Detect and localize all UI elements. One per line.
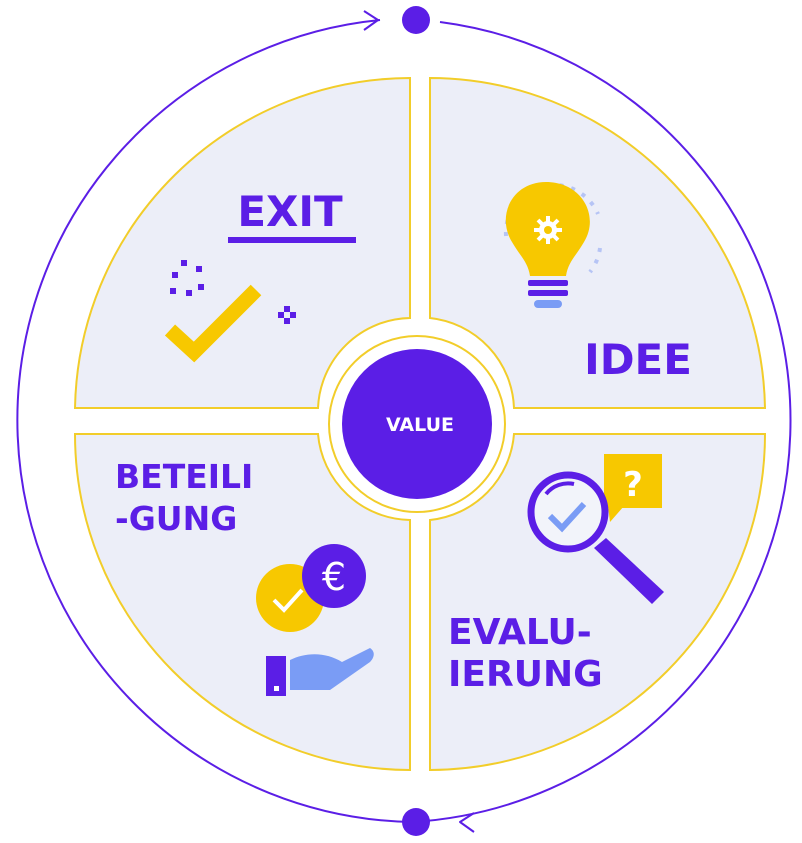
arrowhead-bottom-icon <box>459 812 475 833</box>
evaluierung-label-line2: IERUNG <box>448 654 603 695</box>
exit-label: EXIT <box>237 187 343 236</box>
lightbulb-icon <box>503 182 602 308</box>
cycle-arc-right <box>411 21 792 823</box>
evaluierung-label-line1: EVALU- <box>448 612 592 653</box>
exit-underline <box>228 237 356 243</box>
beteiligung-label-line2: -GUNG <box>115 499 237 538</box>
center-circle <box>342 349 492 499</box>
checkmark-sparkle-icon <box>164 260 296 363</box>
idee-label: IDEE <box>584 335 692 384</box>
cycle-arc-left <box>16 19 413 823</box>
beteiligung-label-line1: BETEILI <box>115 457 253 496</box>
svg-text:?: ? <box>623 465 643 505</box>
euro-coin-hand-icon: € <box>256 544 374 696</box>
panel-idee <box>429 76 767 409</box>
cycle-dot-bottom <box>402 808 430 836</box>
magnifier-question-icon: ? <box>527 454 664 604</box>
cycle-dot-top <box>402 6 430 34</box>
arrowhead-top-icon <box>363 10 379 31</box>
center-label: VALUE <box>386 414 454 436</box>
svg-text:€: € <box>322 555 346 599</box>
panel-evaluierung <box>429 433 767 772</box>
